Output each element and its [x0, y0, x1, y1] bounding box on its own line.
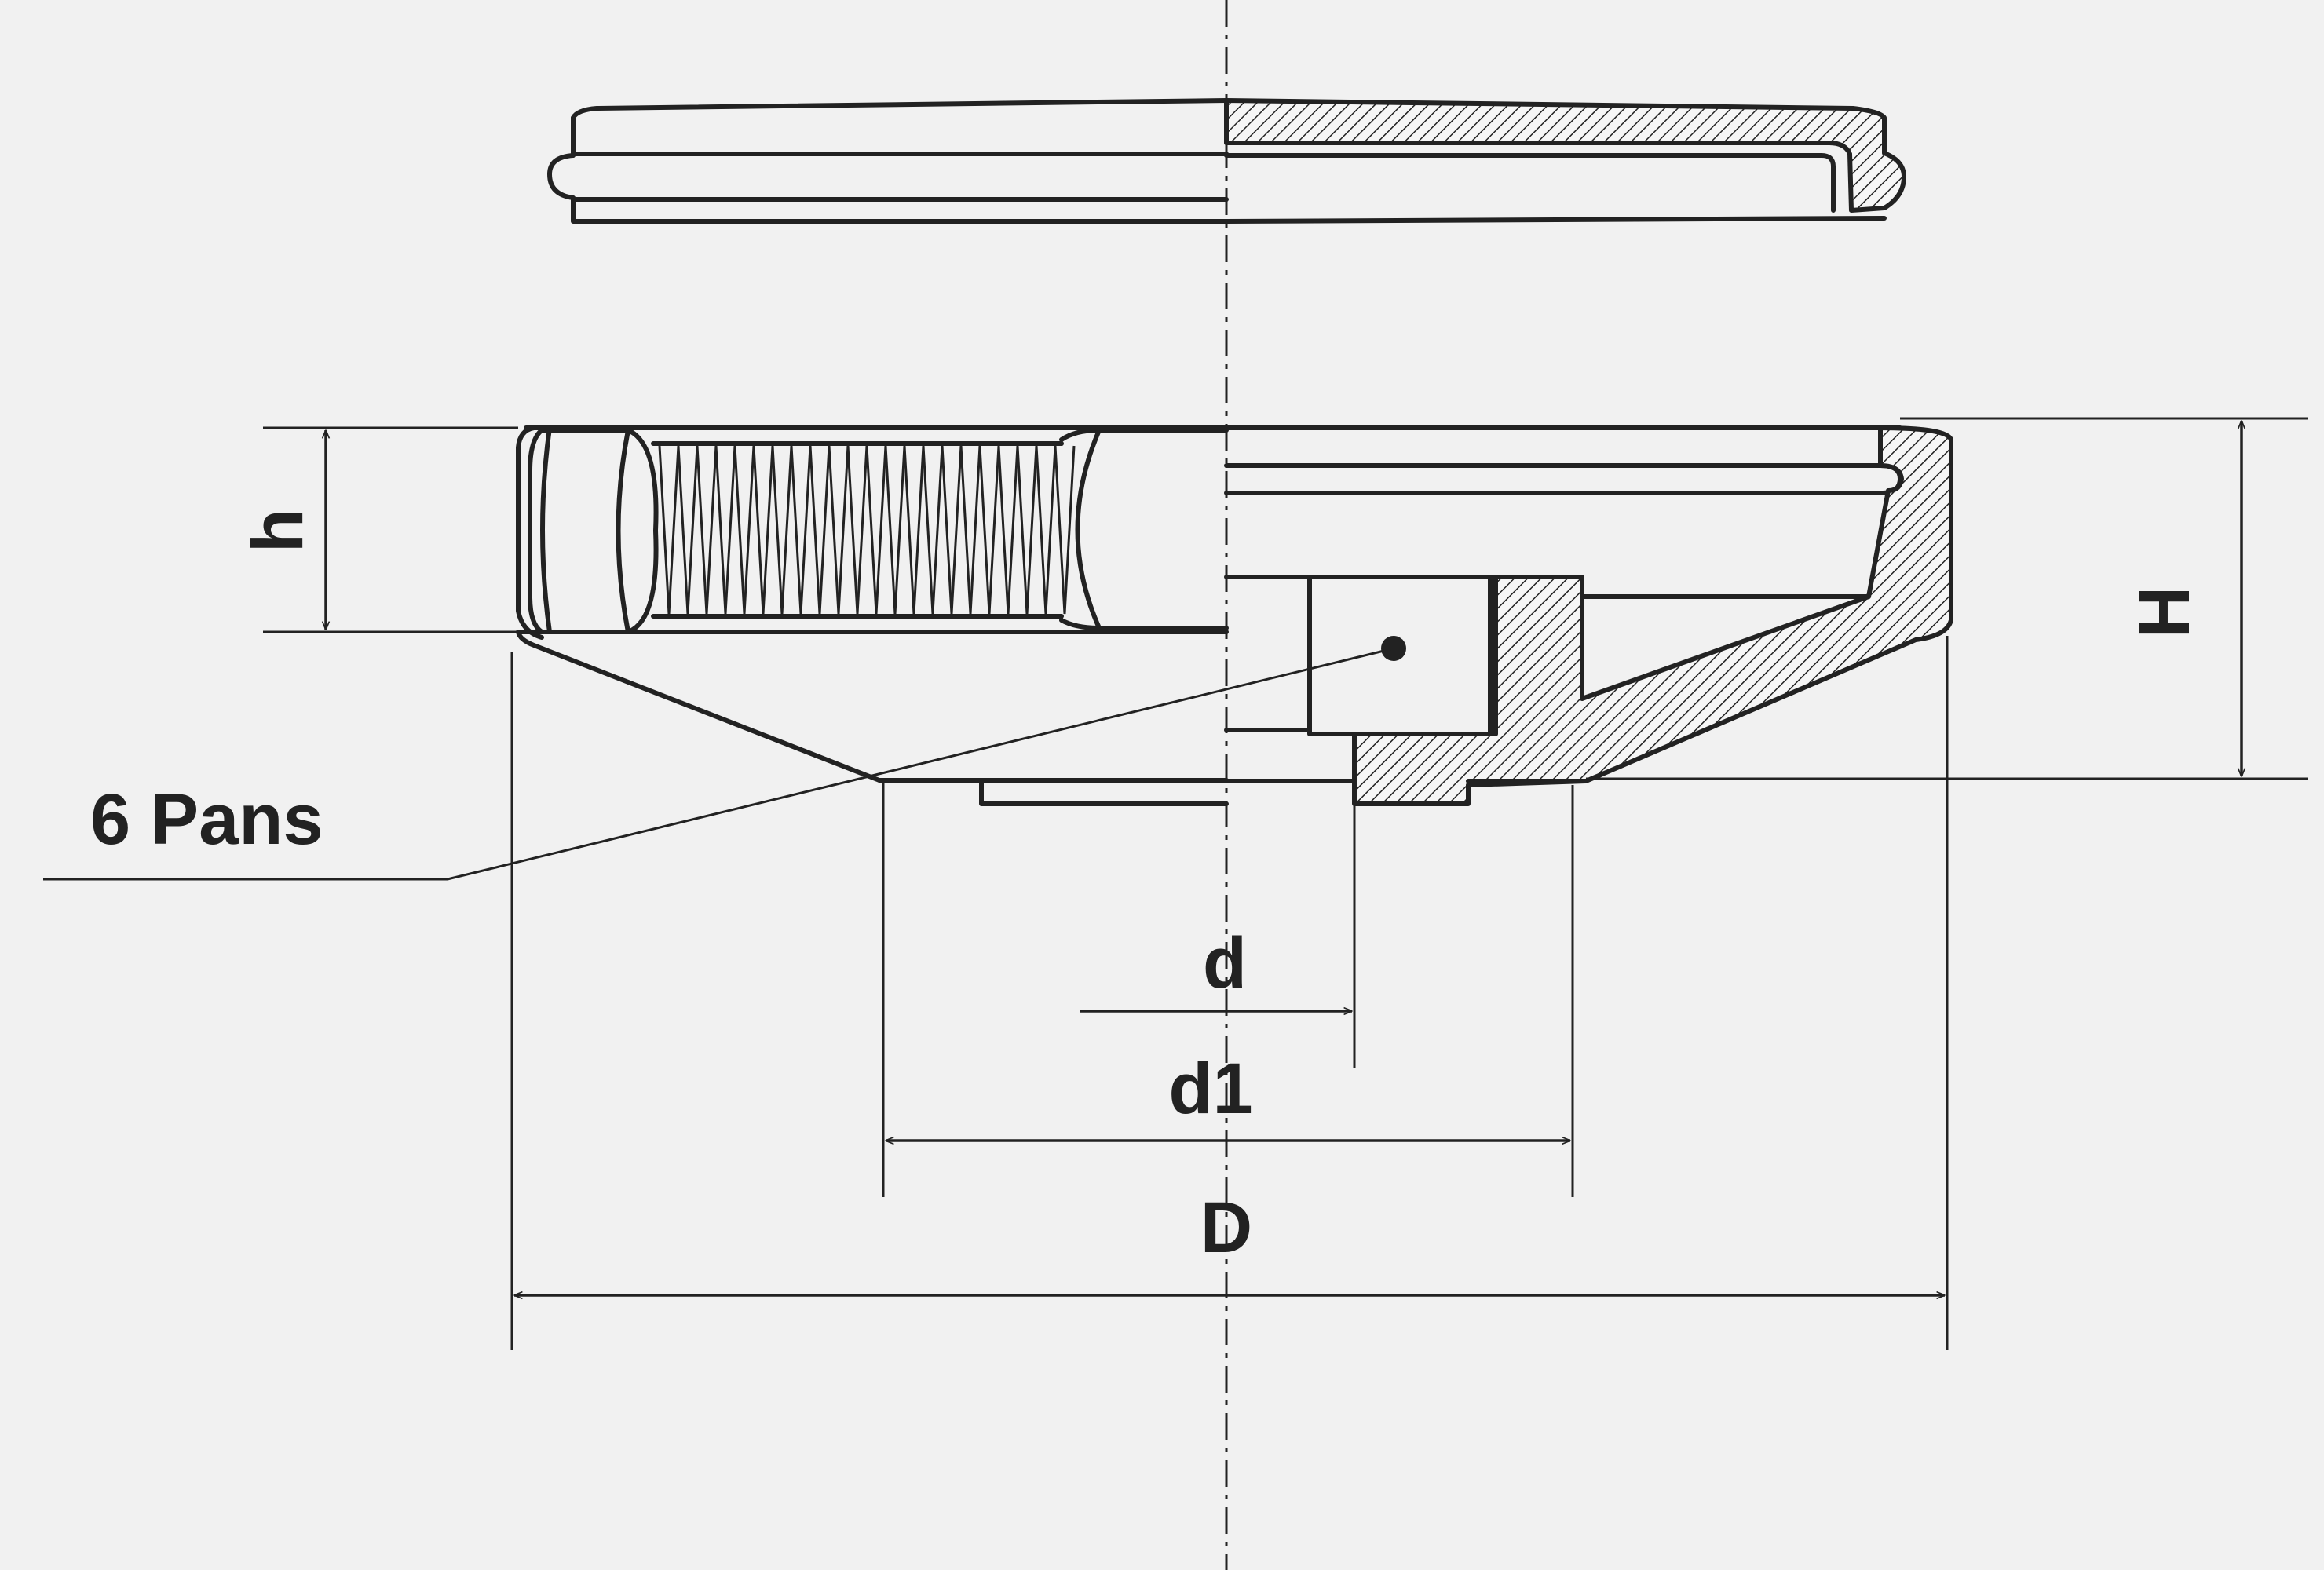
hex-leader-line: [43, 647, 1394, 881]
body-right-half: [1224, 425, 1953, 806]
body-left-half: [516, 425, 1229, 806]
dimension-h: [263, 426, 518, 633]
label-H: H: [2125, 586, 2205, 638]
label-6-pans: 6 Pans: [90, 780, 323, 860]
label-d: d: [1203, 923, 1247, 1003]
label-D: D: [1200, 1188, 1252, 1268]
thread-pattern: [658, 445, 1076, 615]
dimension-d1: [882, 780, 1574, 1197]
label-d1: d1: [1168, 1049, 1252, 1129]
label-h: h: [238, 509, 318, 553]
dimension-D: [510, 636, 1949, 1350]
dimension-d: [1080, 804, 1356, 1068]
cover-part: [547, 98, 1906, 224]
